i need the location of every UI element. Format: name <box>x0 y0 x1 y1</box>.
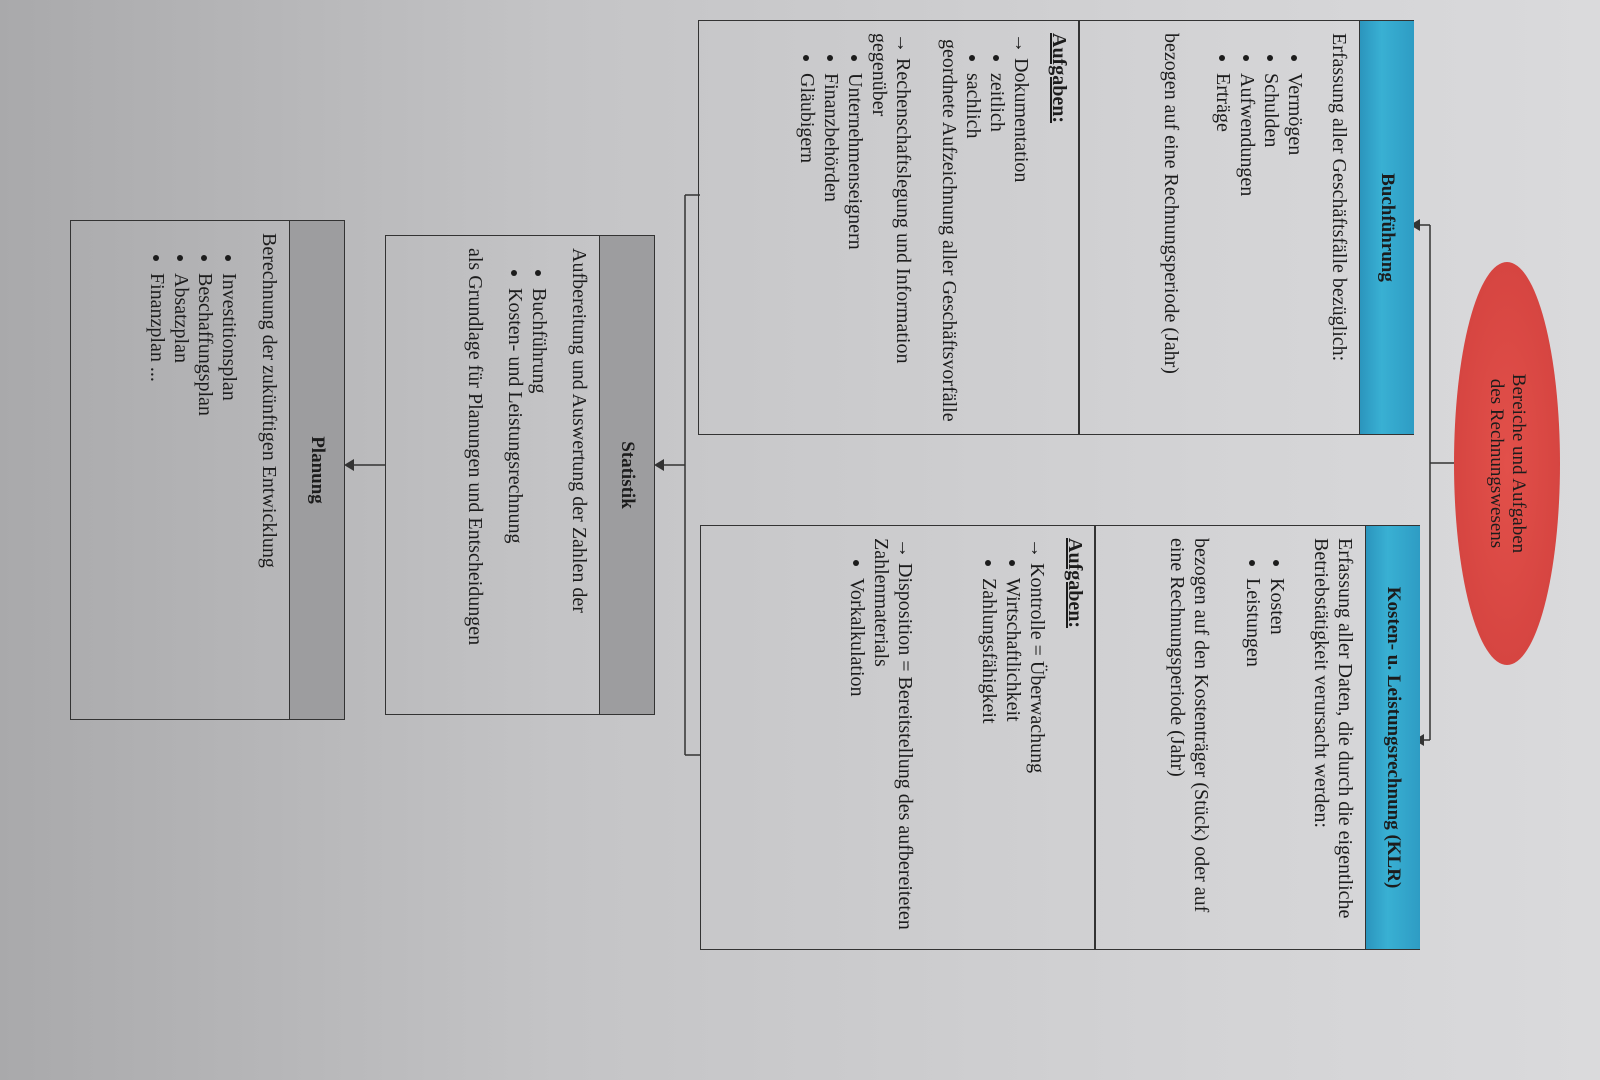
task-control: → Kontrolle = Überwachung <box>1026 538 1048 774</box>
list-item: Unternehmenseignern <box>843 73 867 422</box>
list-item: Kosten- und Leistungsrechnung <box>503 288 527 702</box>
title-line-2: des Rechnungswesens <box>1486 378 1507 549</box>
list-item: zeitlich <box>985 73 1009 422</box>
list-item: Wirtschaftlichkeit <box>1001 578 1025 937</box>
list-item: Beschaffungsplan <box>193 273 217 707</box>
statistik-note: als Grundlage für Planungen und Entschei… <box>464 248 486 646</box>
task-documentation: → Dokumentation <box>1010 33 1032 183</box>
title-ellipse: Bereiche und Aufgaben des Rechnungswesen… <box>1454 262 1560 665</box>
list-item: Buchführung <box>527 288 551 702</box>
buchfuehrung-box: Buchführung Erfassung aller Geschäftsfäl… <box>1078 20 1414 435</box>
klr-tasks-box: Aufgaben: → Kontrolle = Überwachung Wirt… <box>700 525 1096 950</box>
tasks-label: Aufgaben: <box>1064 538 1086 629</box>
list-item: Vorkalkulation <box>845 578 869 937</box>
title-line-1: Bereiche und Aufgaben <box>1508 373 1529 554</box>
buchfuehrung-period: bezogen auf eine Rechnungsperiode (Jahr) <box>1160 33 1182 374</box>
list-item: Aufwendungen <box>1235 73 1259 422</box>
klr-intro: Erfassung aller Daten, die durch die eig… <box>1310 538 1356 919</box>
list-item: Finanzplan ... <box>145 273 169 707</box>
planung-box: Planung Berechnung der zukünftigen Entwi… <box>70 220 345 720</box>
list-item: Investitionsplan <box>217 273 241 707</box>
tasks-label: Aufgaben: <box>1048 33 1070 124</box>
buchfuehrung-intro: Erfassung aller Geschäftsfälle bezüglich… <box>1328 33 1350 362</box>
list-item: Erträge <box>1211 73 1235 422</box>
list-item: Leistungen <box>1241 578 1265 937</box>
statistik-box: Statistik Aufbereitung und Auswertung de… <box>385 235 655 715</box>
statistik-intro: Aufbereitung und Auswertung der Zahlen d… <box>568 248 590 613</box>
list-item: Vermögen <box>1283 73 1307 422</box>
planung-header: Planung <box>289 221 344 719</box>
list-item: Absatzplan <box>169 273 193 707</box>
arrow-down-icon <box>654 459 664 471</box>
list-item: Zahlungsfähigkeit <box>977 578 1001 937</box>
task-disposition: → Disposition = Bereitstellung des aufbe… <box>870 538 916 930</box>
list-item: Schulden <box>1259 73 1283 422</box>
task-reporting: → Rechenschaftslegung und Information ge… <box>868 33 914 364</box>
list-item: Kosten <box>1265 578 1289 937</box>
list-item: sachlich <box>961 73 985 422</box>
klr-header: Kosten- u. Leistungsrechnung (KLR) <box>1365 526 1420 949</box>
buchfuehrung-header: Buchführung <box>1359 21 1414 434</box>
klr-period: bezogen auf den Kostenträger (Stück) ode… <box>1166 538 1212 913</box>
planung-intro: Berechnung der zukünftigen Entwicklung <box>258 233 280 568</box>
statistik-header: Statistik <box>599 236 654 714</box>
buchfuehrung-tasks-box: Aufgaben: → Dokumentation zeitlich sachl… <box>698 20 1080 435</box>
list-item: Finanzbehörden <box>819 73 843 422</box>
arrow-down-icon <box>1410 219 1420 231</box>
arrow-down-icon <box>344 459 354 471</box>
klr-box: Kosten- u. Leistungsrechnung (KLR) Erfas… <box>1094 525 1420 950</box>
list-item: Gläubigern <box>795 73 819 422</box>
task-note: geordnete Aufzeichnung aller Geschäftsvo… <box>938 39 960 422</box>
